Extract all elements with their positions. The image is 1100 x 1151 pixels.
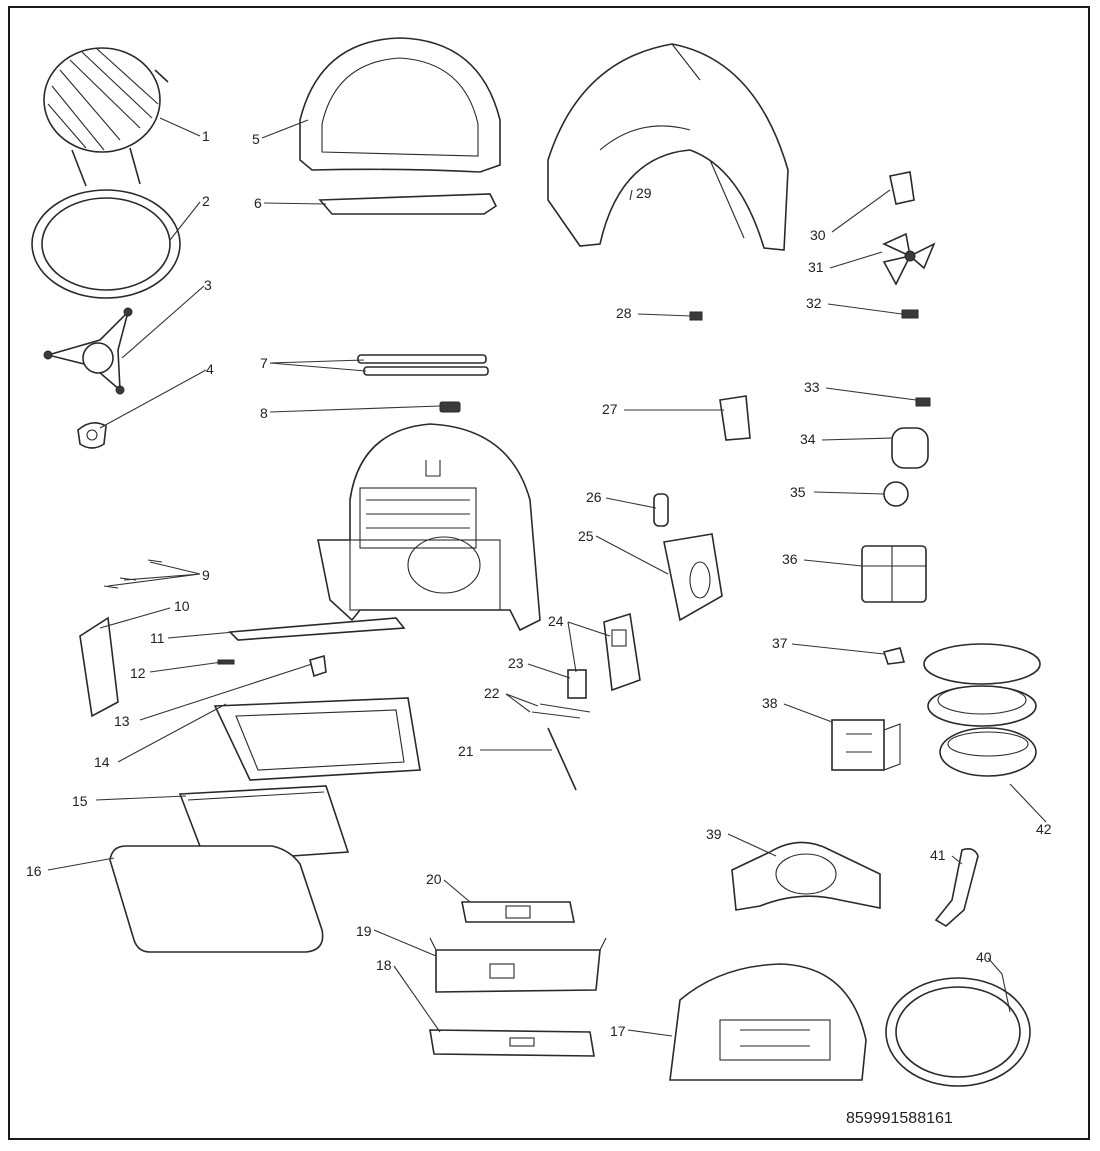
part-heater-tubes bbox=[357, 354, 489, 376]
part-lamp-socket bbox=[653, 493, 669, 527]
callout-5: 5 bbox=[252, 131, 260, 147]
diagram-border bbox=[8, 6, 1090, 1140]
callout-2: 2 bbox=[202, 193, 210, 209]
callout-27: 27 bbox=[602, 401, 618, 417]
callout-16: 16 bbox=[26, 863, 42, 879]
part-fan-blade bbox=[882, 232, 936, 286]
callout-25: 25 bbox=[578, 528, 594, 544]
part-steaming-bowls bbox=[923, 643, 1041, 777]
callout-39: 39 bbox=[706, 826, 722, 842]
callout-10: 10 bbox=[174, 598, 190, 614]
part-thermal-cutout bbox=[882, 647, 906, 665]
part-outer-cabinet bbox=[547, 43, 789, 251]
callout-23: 23 bbox=[508, 655, 524, 671]
part-tongs bbox=[934, 848, 979, 927]
part-fan-motor-clip bbox=[889, 171, 915, 205]
callout-34: 34 bbox=[800, 431, 816, 447]
part-clip bbox=[901, 309, 919, 319]
part-switch-holder bbox=[603, 612, 641, 692]
part-air-duct bbox=[731, 841, 881, 911]
callout-29: 29 bbox=[636, 185, 652, 201]
callout-4: 4 bbox=[206, 361, 214, 377]
part-door-choke bbox=[178, 785, 350, 863]
part-control-board bbox=[461, 901, 575, 923]
callout-9: 9 bbox=[202, 567, 210, 583]
callout-3: 3 bbox=[204, 277, 212, 293]
part-bottom-bracket bbox=[429, 1029, 595, 1057]
part-motor-assembly bbox=[719, 395, 751, 441]
part-door-trim bbox=[318, 193, 498, 215]
part-capacitor-bracket bbox=[663, 533, 723, 622]
callout-37: 37 bbox=[772, 635, 788, 651]
part-door-inner-panel bbox=[213, 697, 421, 781]
callout-24: 24 bbox=[548, 613, 564, 629]
callout-20: 20 bbox=[426, 871, 442, 887]
part-grill-rack bbox=[43, 47, 169, 187]
part-magnetron bbox=[861, 545, 927, 603]
part-thermal-fuse bbox=[439, 401, 461, 413]
part-door-frame bbox=[299, 37, 501, 173]
callout-41: 41 bbox=[930, 847, 946, 863]
callout-18: 18 bbox=[376, 957, 392, 973]
callout-40: 40 bbox=[976, 949, 992, 965]
document-code: 859991588161 bbox=[846, 1110, 953, 1127]
callout-26: 26 bbox=[586, 489, 602, 505]
callout-labels: 1 2 3 4 5 6 7 8 9 10 11 12 13 14 15 16 1… bbox=[26, 128, 1052, 1039]
callout-38: 38 bbox=[762, 695, 778, 711]
callout-15: 15 bbox=[72, 793, 88, 809]
callout-1: 1 bbox=[202, 128, 210, 144]
callout-12: 12 bbox=[130, 665, 146, 681]
part-screw bbox=[217, 659, 235, 665]
callout-33: 33 bbox=[804, 379, 820, 395]
part-bottom-cover bbox=[429, 937, 607, 993]
part-screws bbox=[103, 559, 163, 589]
leader-lines bbox=[47, 117, 1047, 1037]
callout-31: 31 bbox=[808, 259, 824, 275]
part-latch-hook bbox=[309, 654, 327, 678]
part-small-clip bbox=[689, 311, 703, 321]
callout-21: 21 bbox=[458, 743, 474, 759]
callout-28: 28 bbox=[616, 305, 632, 321]
callout-19: 19 bbox=[356, 923, 372, 939]
part-turntable-ring bbox=[31, 189, 181, 299]
callout-35: 35 bbox=[790, 484, 806, 500]
part-capacitor bbox=[891, 427, 929, 469]
part-roller-support bbox=[43, 307, 133, 395]
callout-6: 6 bbox=[254, 195, 262, 211]
part-glass-turntable bbox=[885, 977, 1031, 1087]
callout-11: 11 bbox=[150, 630, 165, 646]
part-base-plate bbox=[669, 963, 867, 1081]
callout-36: 36 bbox=[782, 551, 798, 567]
callout-13: 13 bbox=[114, 713, 130, 729]
callout-7: 7 bbox=[260, 355, 268, 371]
part-coupler bbox=[77, 422, 107, 449]
callout-42: 42 bbox=[1036, 821, 1052, 837]
part-front-plate bbox=[228, 617, 406, 641]
callout-14: 14 bbox=[94, 754, 110, 770]
callout-30: 30 bbox=[810, 227, 826, 243]
callout-8: 8 bbox=[260, 405, 268, 421]
callout-32: 32 bbox=[806, 295, 822, 311]
part-cavity-assembly bbox=[317, 423, 541, 632]
part-wire-clip bbox=[915, 397, 931, 407]
part-micro-switch bbox=[567, 669, 587, 699]
callout-17: 17 bbox=[610, 1023, 626, 1039]
part-wire-set bbox=[531, 703, 591, 719]
part-waveguide-cover bbox=[79, 616, 119, 718]
part-transformer bbox=[831, 719, 901, 771]
part-thermostat bbox=[883, 481, 909, 507]
part-sensor-probe bbox=[547, 727, 577, 791]
callout-22: 22 bbox=[484, 685, 500, 701]
part-door-outer-panel bbox=[109, 845, 324, 953]
